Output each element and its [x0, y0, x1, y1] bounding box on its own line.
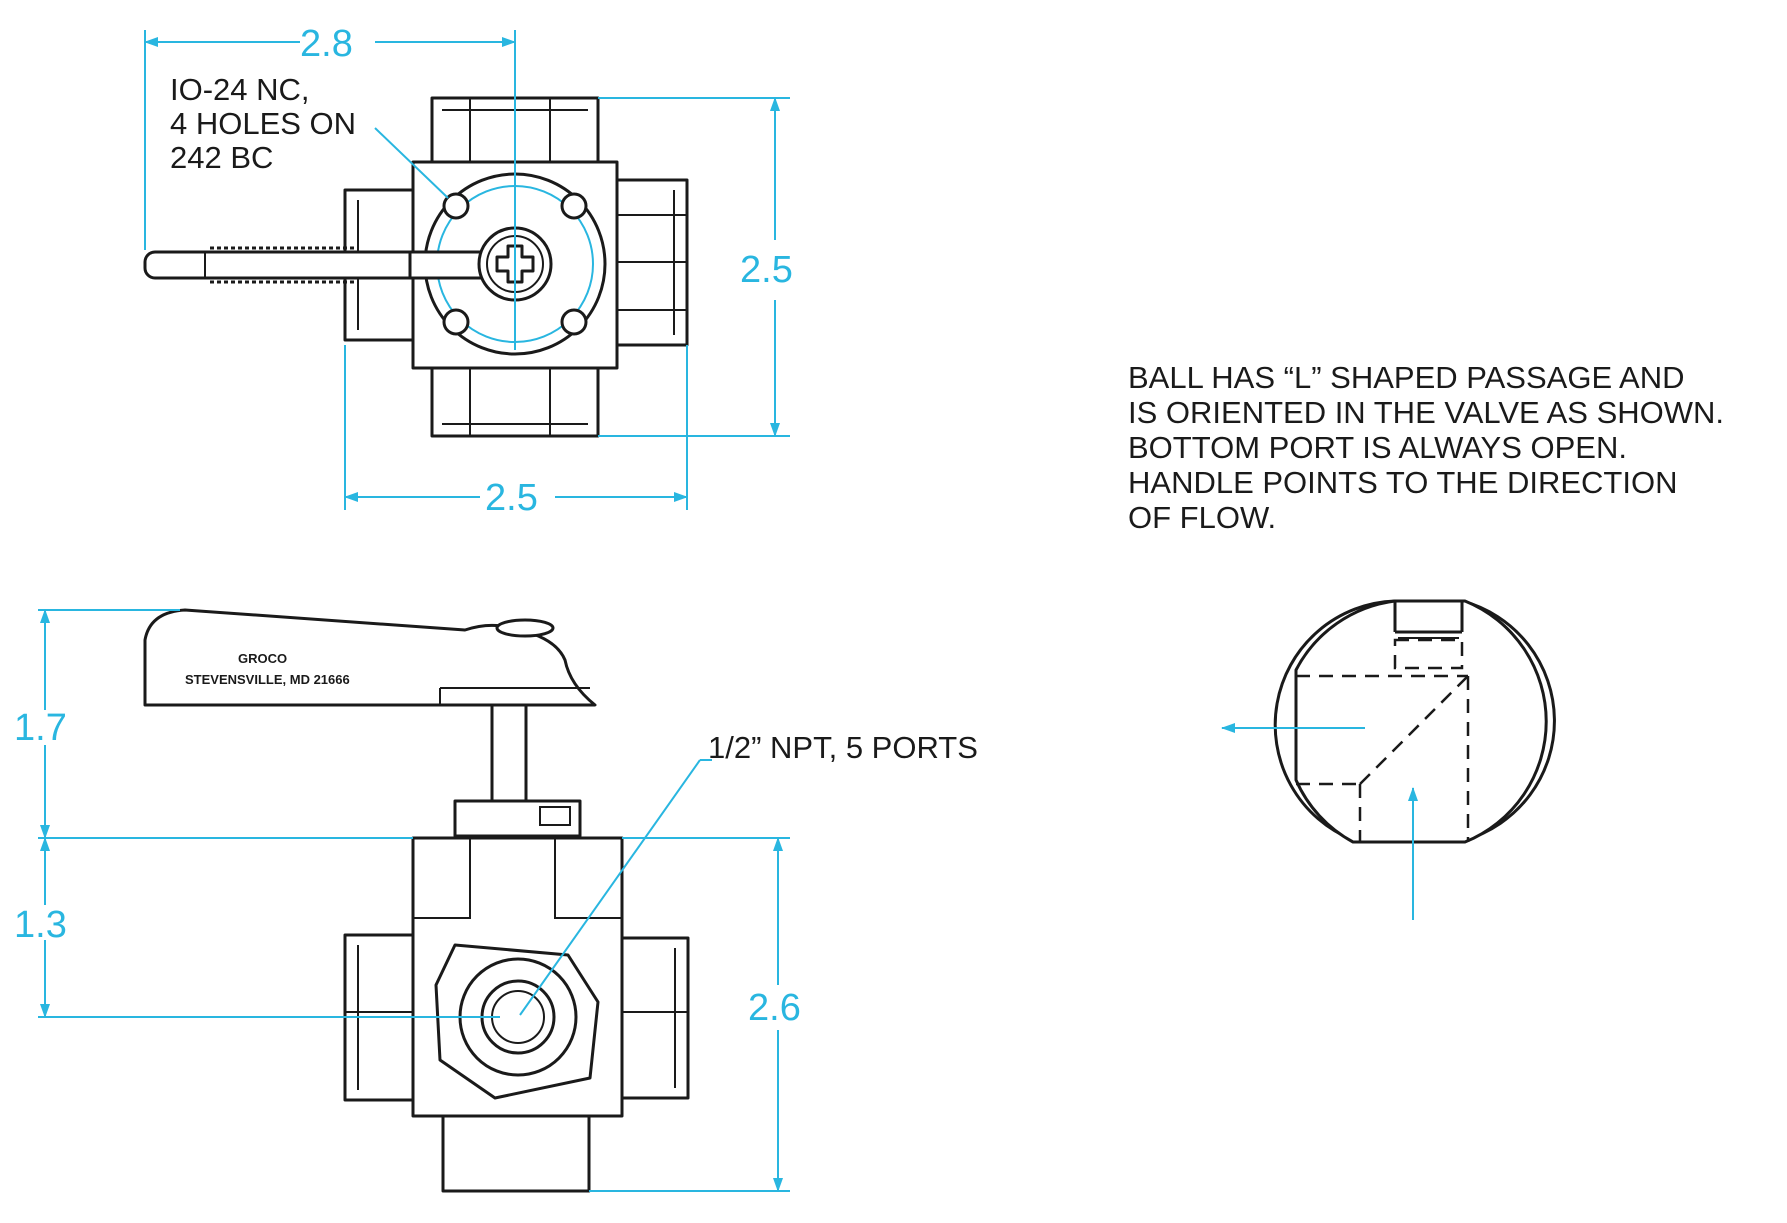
side-dimensions [38, 609, 790, 1192]
ball-note-line-3: BOTTOM PORT IS ALWAYS OPEN. [1128, 430, 1627, 465]
ports-note: 1/2” NPT, 5 PORTS [708, 730, 978, 765]
ball-note-line-5: OF FLOW. [1128, 500, 1276, 535]
dim-handle-height: 1.7 [14, 707, 67, 749]
dim-top-width: 2.8 [300, 23, 353, 65]
ball-diagram [1221, 599, 1556, 920]
dim-top-body-width: 2.5 [485, 477, 538, 519]
dim-center-height: 1.3 [14, 904, 67, 946]
dim-top-height: 2.5 [740, 249, 793, 291]
handle-stamp-location: STEVENSVILLE, MD 21666 [185, 672, 350, 687]
bolt-note-line-2: 4 HOLES ON [170, 106, 356, 141]
ball-note-line-1: BALL HAS “L” SHAPED PASSAGE AND [1128, 360, 1684, 395]
ball-note-line-2: IS ORIENTED IN THE VALVE AS SHOWN. [1128, 395, 1724, 430]
top-view [143, 30, 689, 438]
side-view [143, 608, 712, 1193]
handle-stamp-brand: GROCO [238, 651, 287, 666]
bolt-note-line-3: 242 BC [170, 140, 273, 175]
ball-note-line-4: HANDLE POINTS TO THE DIRECTION [1128, 465, 1677, 500]
top-dimensions [144, 30, 790, 510]
dim-body-height: 2.6 [748, 987, 801, 1029]
bolt-note-line-1: IO-24 NC, [170, 72, 310, 107]
